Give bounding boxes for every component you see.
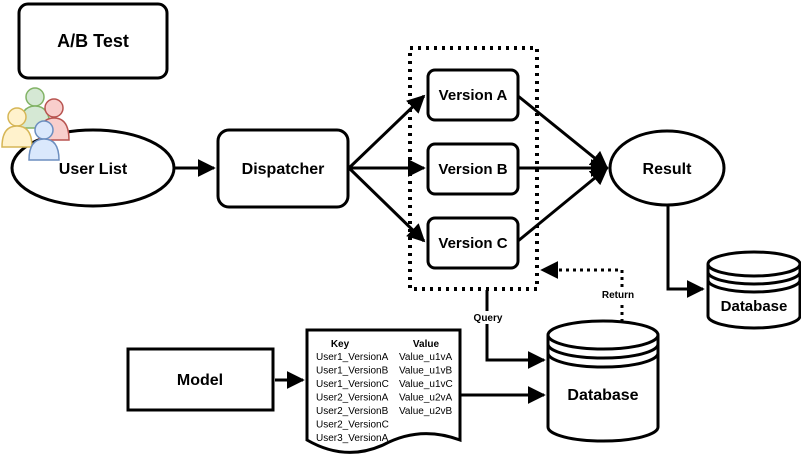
user-list-label: User List bbox=[59, 161, 128, 178]
kv-rows: User1_VersionA Value_u1vA User1_VersionB Va… bbox=[316, 352, 453, 444]
main-database-label: Database bbox=[567, 387, 638, 404]
model-node: Model bbox=[126, 347, 275, 412]
kv-key-cell: User1_VersionB bbox=[316, 366, 389, 377]
kv-key-cell: User1_VersionC bbox=[316, 379, 389, 390]
version-a-label: Version A bbox=[439, 87, 508, 104]
title-box: A/B Test bbox=[17, 2, 169, 80]
kv-key-cell: User2_VersionC bbox=[316, 420, 389, 431]
version-c-label: Version C bbox=[438, 235, 507, 252]
result-database-label: Database bbox=[721, 298, 788, 315]
version-b-node: Version B bbox=[426, 142, 520, 196]
edge-versionc-result bbox=[517, 166, 609, 243]
edge-dispatcher-versionc bbox=[347, 166, 426, 243]
version-b-label: Version B bbox=[438, 161, 507, 178]
kv-header-value: Value bbox=[413, 339, 440, 350]
edge-query bbox=[485, 290, 546, 369]
kv-header-key: Key bbox=[331, 339, 350, 350]
return-label-bg bbox=[598, 288, 638, 301]
version-c-node: Version C bbox=[426, 216, 520, 270]
edge-return bbox=[540, 261, 624, 322]
edge-dispatcher-versiona bbox=[347, 94, 426, 170]
kv-value-cell: Value_u1vB bbox=[399, 366, 453, 377]
kv-value-cell: Value_u2vA bbox=[399, 393, 453, 404]
title-text: A/B Test bbox=[57, 31, 129, 51]
edge-result-database bbox=[666, 205, 705, 298]
users-icon bbox=[1, 87, 70, 161]
main-database-node: Database bbox=[546, 319, 660, 443]
edge-versiona-result bbox=[517, 94, 609, 170]
kv-value-cell: Value_u2vB bbox=[399, 406, 453, 417]
dispatcher-node: Dispatcher bbox=[216, 128, 350, 209]
return-label: Return bbox=[602, 290, 634, 301]
kv-key-cell: User2_VersionB bbox=[316, 406, 389, 417]
dispatcher-label: Dispatcher bbox=[242, 161, 325, 178]
kv-key-cell: User3_VersionA bbox=[316, 433, 389, 444]
kv-value-cell: Value_u1vA bbox=[399, 352, 453, 363]
edges bbox=[175, 94, 705, 404]
model-label: Model bbox=[177, 372, 223, 389]
kv-value-cell: Value_u1vC bbox=[399, 379, 453, 390]
query-label-bg bbox=[470, 311, 506, 324]
result-node: Result bbox=[608, 129, 726, 207]
result-database-node: Database bbox=[706, 250, 801, 330]
query-label: Query bbox=[474, 313, 503, 324]
result-label: Result bbox=[643, 161, 693, 178]
kv-key-cell: User2_VersionA bbox=[316, 393, 389, 404]
version-a-node: Version A bbox=[426, 68, 520, 122]
kv-key-cell: User1_VersionA bbox=[316, 352, 389, 363]
